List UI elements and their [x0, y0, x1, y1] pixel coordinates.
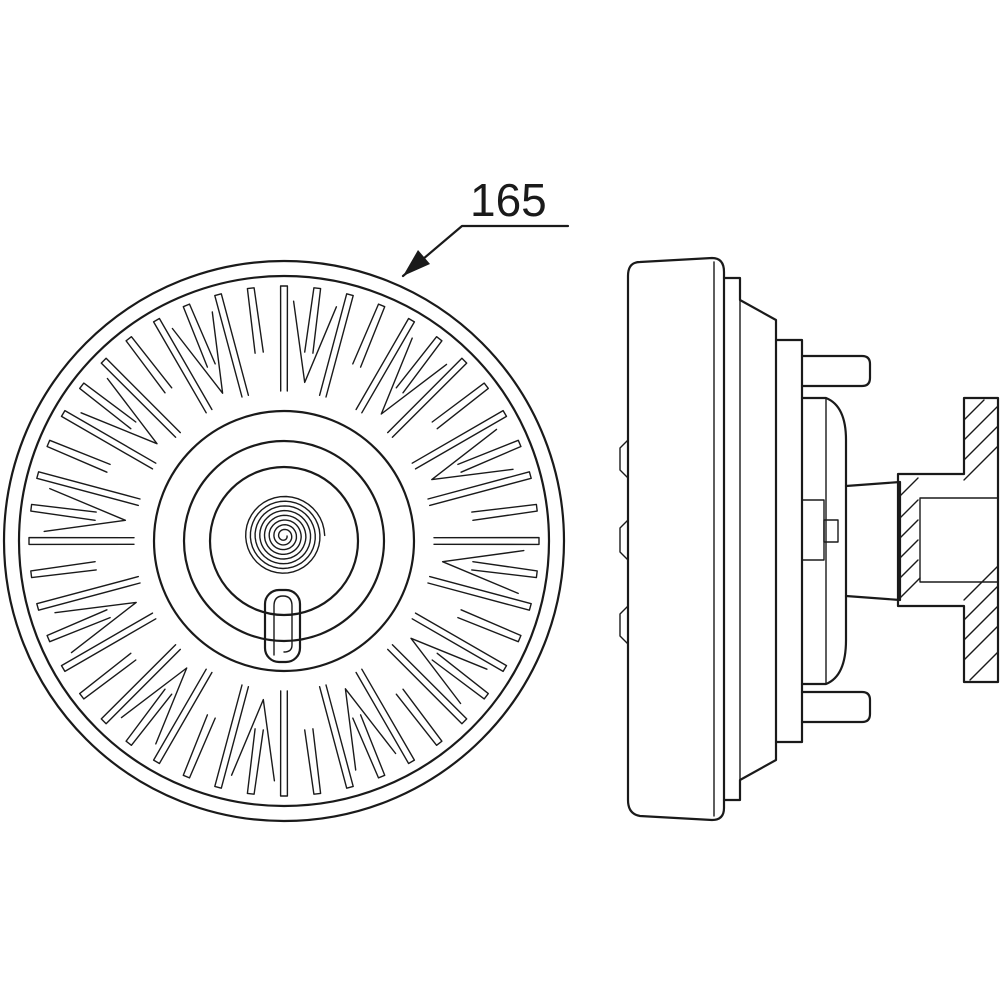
fin-ring-outer	[17, 274, 551, 808]
hub-inner	[208, 465, 360, 617]
outer-rim	[2, 259, 566, 823]
leader-arrowhead	[403, 250, 430, 276]
lower-stud	[800, 690, 872, 724]
hub-outer	[152, 409, 416, 673]
bimetal-spiral	[245, 495, 326, 574]
flange	[896, 396, 1000, 684]
center-body	[800, 396, 848, 686]
sensor-clip	[263, 588, 302, 664]
dimension-label: 165	[470, 174, 547, 226]
section-hatching	[897, 399, 999, 681]
hub-plate	[774, 338, 804, 744]
dimension-callout: 165	[401, 174, 570, 278]
upper-stud	[800, 354, 872, 388]
leader-line	[401, 224, 570, 278]
cooling-fins	[28, 285, 540, 797]
side-view	[619, 256, 1000, 822]
disc-body	[626, 256, 726, 822]
front-view	[2, 259, 566, 823]
collar	[722, 276, 778, 802]
shaft	[844, 480, 902, 602]
hub-ring	[182, 439, 386, 643]
